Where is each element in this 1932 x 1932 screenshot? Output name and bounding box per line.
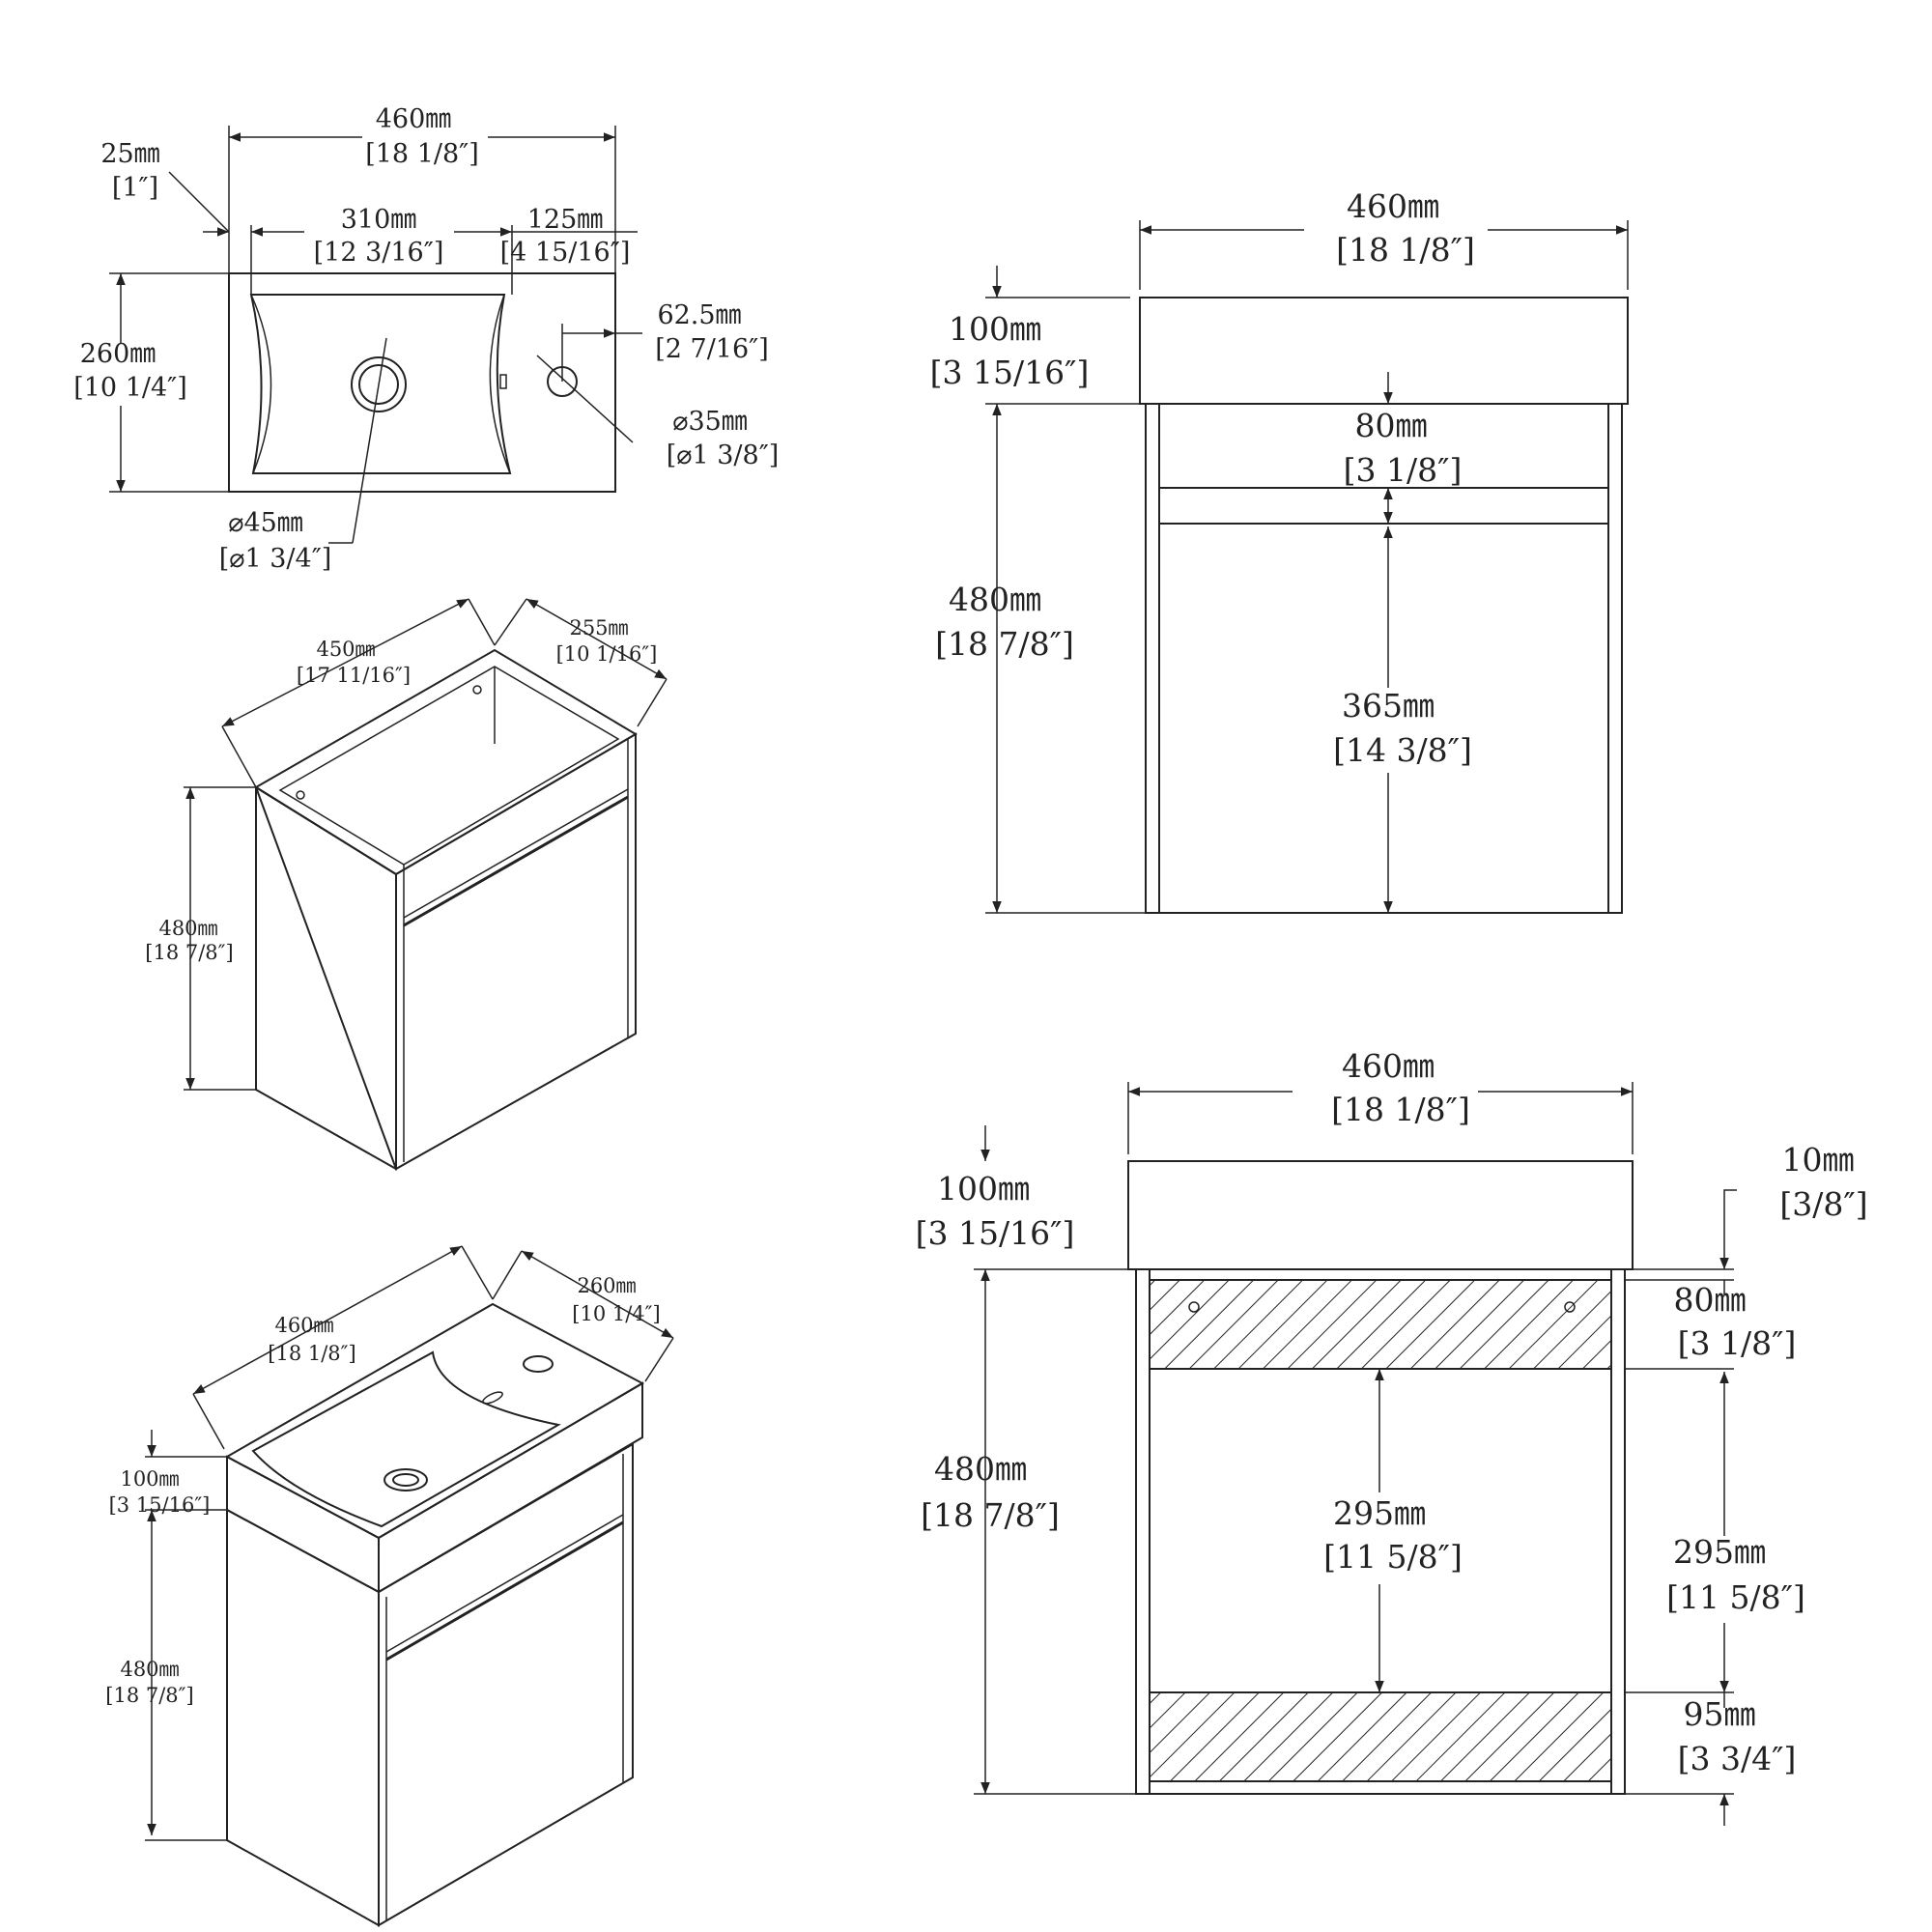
front-basin [1139, 297, 1629, 405]
section-bottom-label: 95㎜ [1684, 1695, 1756, 1733]
basin-right-curve [489, 294, 511, 474]
front-drawer-label: 80㎜ [1355, 407, 1428, 444]
iso-cab-width-inch: [17 11/16″] [297, 664, 411, 687]
front-width-label: 460㎜ [1347, 187, 1439, 225]
section-width-inch: [18 1/8″] [1331, 1091, 1470, 1128]
basin-width-label: 310㎜ [341, 205, 417, 235]
section-hole-left [1188, 1301, 1200, 1313]
iso-full-depth-label: 260㎜ [577, 1274, 636, 1297]
front-drawer-inch: [3 1/8″] [1344, 451, 1463, 489]
top-depth-inch: [10 1/4″] [73, 373, 187, 403]
basin-left-face [226, 1455, 380, 1594]
deck-width-inch: [4 15/16″] [500, 238, 631, 268]
gap-leader [1723, 1189, 1737, 1261]
iso-full-depth-inch: [10 1/4″] [572, 1302, 660, 1325]
gap-label: 10㎜ [1782, 1141, 1855, 1179]
section-basin-height-inch: [3 15/16″] [916, 1214, 1075, 1252]
edge-label: 25㎜ [100, 139, 159, 169]
basin-bowl [251, 1350, 561, 1528]
top-width-label: 460㎜ [376, 104, 452, 134]
iso-basin-height-label: 100㎜ [120, 1467, 179, 1491]
top-view: 460㎜ [18 1/8″] 25㎜ [1″] 310㎜ [12 3/16″] … [73, 104, 779, 574]
front-width-inch: [18 1/8″] [1336, 231, 1475, 269]
top-width-inch: [18 1/8″] [365, 139, 479, 169]
section-basin [1127, 1160, 1634, 1270]
mount-hole-right [472, 685, 482, 695]
iso-overflow [482, 1391, 503, 1405]
iso-basin-height-inch: [3 15/16″] [109, 1493, 211, 1517]
section-drawer-inch: [3 1/8″] [1678, 1324, 1797, 1362]
tap-offset-label: 62.5㎜ [657, 300, 741, 330]
iso-cab-height-inch: [18 7/8″] [145, 941, 233, 964]
edge-inch: [1″] [112, 173, 158, 203]
iso-full-view: 460㎜ [18 1/8″] 260㎜ [10 1/4″] 100㎜ [3 15… [105, 1245, 674, 1927]
drawer-bottom [403, 788, 629, 919]
section-open-center-label: 295㎜ [1333, 1494, 1426, 1532]
cabinet-left-side [254, 784, 397, 1170]
front-door-label: 365㎜ [1342, 687, 1435, 724]
section-drawer-hatch [1149, 1279, 1612, 1370]
iso-cab-height-label: 480㎜ [158, 917, 217, 940]
section-cab-height-inch: [18 7/8″] [921, 1496, 1060, 1534]
front-door-inch: [14 3/8″] [1333, 731, 1472, 769]
iso-full-width-label: 460㎜ [274, 1314, 333, 1337]
iso-handle-rail [385, 1520, 624, 1662]
iso-drawer-line [385, 1514, 624, 1653]
iso-cabinet-front [378, 1442, 634, 1927]
drain-inner [358, 364, 399, 405]
basin-top-surface [224, 1302, 645, 1540]
basin-width-inch: [12 3/16″] [314, 238, 444, 268]
iso-cab-depth-inch: [10 1/16″] [556, 642, 658, 666]
tap-hole-label: ⌀35㎜ [672, 407, 748, 437]
iso-cabinet-side [226, 1508, 380, 1927]
section-cab-height-label: 480㎜ [934, 1450, 1027, 1488]
iso-cab-width-label: 450㎜ [316, 638, 375, 661]
section-open-right-inch: [11 5/8″] [1666, 1578, 1805, 1616]
section-width-label: 460㎜ [1342, 1047, 1435, 1085]
gap-inch: [3/8″] [1779, 1185, 1867, 1223]
front-view: 460㎜ [18 1/8″] 100㎜ [3 15/16″] 480㎜ [18 … [930, 187, 1629, 914]
drain-label: ⌀45㎜ [228, 508, 303, 538]
section-cabinet [1135, 1268, 1626, 1795]
section-bottom-hatch [1149, 1691, 1612, 1782]
section-hole-right [1564, 1301, 1576, 1313]
tap-hole-inch: [⌀1 3/8″] [667, 440, 780, 470]
section-drawer-label: 80㎜ [1674, 1281, 1747, 1319]
door-handle-rail [403, 795, 629, 927]
basin-left-curve [250, 294, 272, 474]
front-cab-height-label: 480㎜ [949, 581, 1041, 618]
top-basin-outline [249, 294, 512, 474]
drain-outer [351, 356, 407, 412]
front-cabinet [1145, 403, 1623, 914]
section-open-center-inch: [11 5/8″] [1323, 1538, 1463, 1576]
iso-cabinet-view: 450㎜ [17 11/16″] 255㎜ [10 1/16″] 480㎜ [1… [145, 598, 668, 1171]
tap-offset-inch: [2 7/16″] [655, 334, 769, 364]
front-basin-height-label: 100㎜ [949, 310, 1041, 348]
section-open-right-label: 295㎜ [1673, 1533, 1766, 1571]
iso-full-cab-height-label: 480㎜ [120, 1658, 179, 1681]
overflow-slot [499, 374, 507, 389]
iso-tap-hole [523, 1355, 554, 1373]
iso-full-cab-height-inch: [18 7/8″] [105, 1684, 193, 1707]
deck-width-label: 125㎜ [527, 205, 604, 235]
front-cab-height-inch: [18 7/8″] [935, 625, 1074, 663]
front-basin-height-inch: [3 15/16″] [930, 354, 1090, 391]
top-outline [228, 272, 616, 493]
iso-drain-outer [384, 1468, 428, 1492]
basin-front-face [378, 1381, 643, 1594]
section-bottom-inch: [3 3/4″] [1678, 1740, 1797, 1777]
iso-cab-depth-label: 255㎜ [569, 616, 628, 639]
section-view: 460㎜ [18 1/8″] 100㎜ [3 15/16″] 480㎜ [18 … [916, 1047, 1868, 1826]
drain-inch: [⌀1 3/4″] [219, 544, 332, 574]
top-depth-label: 260㎜ [80, 339, 156, 369]
section-basin-height-label: 100㎜ [937, 1170, 1030, 1208]
iso-full-width-inch: [18 1/8″] [268, 1342, 355, 1365]
mount-hole-left [296, 790, 305, 800]
iso-drain-inner [392, 1473, 419, 1487]
